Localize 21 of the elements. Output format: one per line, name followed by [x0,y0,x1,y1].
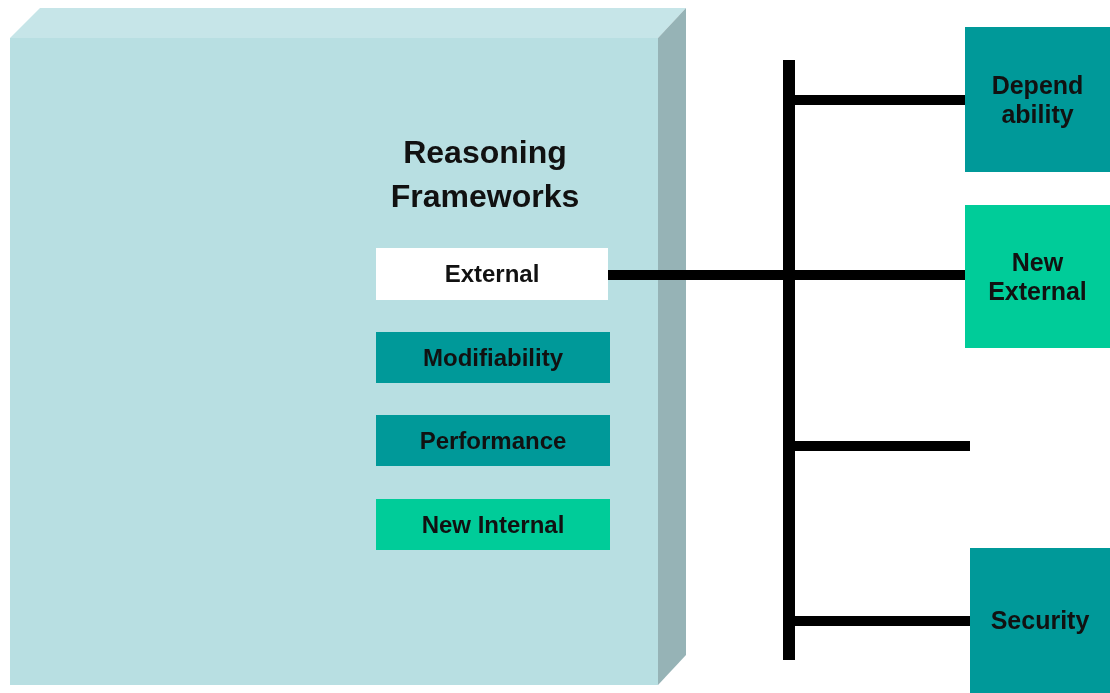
quality-box [970,548,1110,693]
connector-line [795,95,965,105]
box-label: Modifiability [423,343,563,372]
bus-bar [783,60,795,660]
connector-line [795,441,970,451]
connector-line [608,270,783,280]
box-label: Security [990,606,1090,635]
box-label: Depend ability [990,70,1085,129]
box-label: Performance [419,426,567,455]
connector-line [795,616,970,626]
box-label: External [444,260,540,288]
box-label: New External [987,247,1088,306]
box-label: New Internal [421,510,565,539]
connector-line [795,270,965,280]
quality-box [965,27,1110,172]
framework-box [376,248,608,300]
framework-box [376,415,610,466]
quality-box [965,205,1110,348]
frame-heading: Reasoning Frameworks [389,133,581,216]
framework-box [376,499,610,550]
framework-box [376,332,610,383]
